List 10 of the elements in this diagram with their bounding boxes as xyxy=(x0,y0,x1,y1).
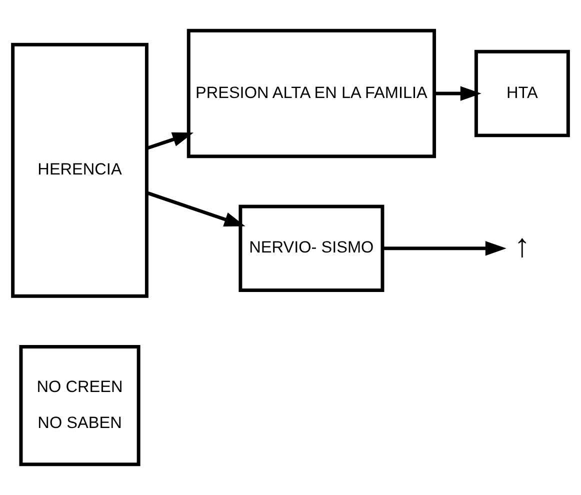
arrow xyxy=(382,241,506,256)
node-text: ↑ xyxy=(514,226,530,264)
arrow xyxy=(146,132,194,150)
arrow xyxy=(434,86,482,101)
node-box: PRESION ALTA EN LA FAMILIA xyxy=(186,28,436,158)
node-box: NO CREEN NO SABEN xyxy=(19,345,140,466)
node-box: NERVIO- SISMO xyxy=(238,204,384,292)
node-box: HERENCIA xyxy=(11,42,148,298)
node-box: HTA xyxy=(474,50,570,138)
arrow xyxy=(146,191,246,226)
